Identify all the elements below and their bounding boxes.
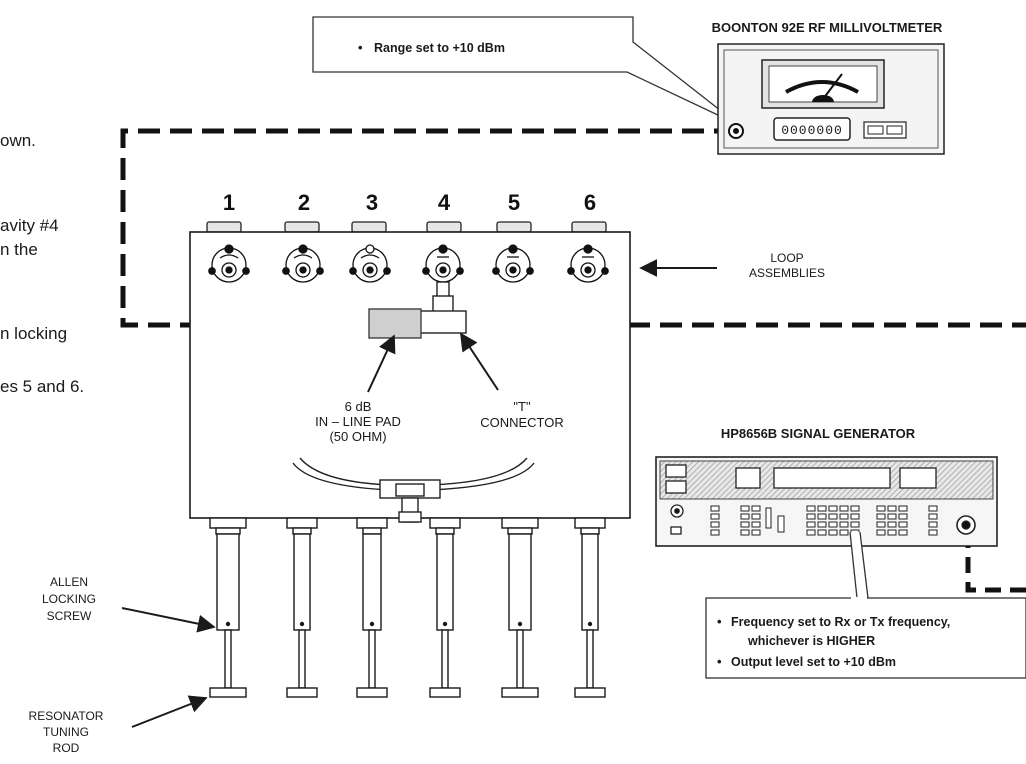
loop-assemblies-label-line-2: ASSEMBLIES xyxy=(749,266,825,280)
millivoltmeter-title: BOONTON 92E RF MILLIVOLTMETER xyxy=(712,20,943,35)
range-callout-text: Range set to +10 dBm xyxy=(374,41,505,55)
in-line-pad xyxy=(368,308,422,339)
pad-label-line-1: 6 dB xyxy=(345,399,372,414)
resonator-rod-arrow xyxy=(131,695,208,728)
allen-label-line-1: ALLEN xyxy=(50,575,88,589)
range-callout-box xyxy=(312,16,740,126)
cavity-number-4: 4 xyxy=(438,190,451,215)
generator-keypad xyxy=(710,505,938,536)
instruction-line-4: n locking xyxy=(0,324,67,343)
resonator-3 xyxy=(356,517,388,698)
loop-assembly-1 xyxy=(208,244,250,283)
resonator-4 xyxy=(429,517,461,698)
loop-assembly-5 xyxy=(492,244,534,283)
cavity-top-connectors xyxy=(206,221,607,233)
resonator-1 xyxy=(209,517,247,698)
signal-generator-title: HP8656B SIGNAL GENERATOR xyxy=(721,426,916,441)
meter-window xyxy=(761,59,885,109)
loop-assembly-4 xyxy=(422,244,464,283)
generator-callout-bullet-1: • xyxy=(717,614,722,629)
in-line-pad-arrow xyxy=(367,334,396,393)
meter-display-digits: 0000000 xyxy=(781,123,843,138)
instruction-line-3: n the xyxy=(0,240,38,259)
resonator-2 xyxy=(286,517,318,698)
cavity-number-6: 6 xyxy=(584,190,596,215)
loop-assemblies-label-line-1: LOOP xyxy=(770,251,803,265)
resonator-5 xyxy=(501,517,539,698)
resonator-label-line-2: TUNING xyxy=(43,725,89,739)
instruction-line-2: avity #4 xyxy=(0,216,59,235)
meter-digital-display xyxy=(773,117,851,141)
resonator-tuning-assemblies xyxy=(209,517,606,698)
pad-label-line-2: IN – LINE PAD xyxy=(315,414,401,429)
cavity-number-1: 1 xyxy=(223,190,235,215)
allen-label-line-2: LOCKING xyxy=(42,592,96,606)
allen-screw-arrow xyxy=(121,607,216,633)
cavity-housing xyxy=(189,231,631,519)
resonator-6 xyxy=(574,517,606,698)
t-connector xyxy=(419,281,467,334)
cavity-numbers: 1 2 3 4 5 6 xyxy=(223,190,596,215)
cavity-number-5: 5 xyxy=(508,190,520,215)
generator-callout-line-3: Output level set to +10 dBm xyxy=(731,655,896,669)
instruction-line-1: own. xyxy=(0,131,36,150)
t-connector-arrow xyxy=(460,332,499,391)
combiner-cable xyxy=(292,457,535,523)
generator-callout-line-1: Frequency set to Rx or Tx frequency, xyxy=(731,615,950,629)
annotation-arrows xyxy=(121,259,717,728)
loop-assembly-6 xyxy=(567,244,609,283)
loop-assembly-3 xyxy=(349,244,391,283)
generator-callout-line-2: whichever is HIGHER xyxy=(747,634,875,648)
instruction-line-5: es 5 and 6. xyxy=(0,377,84,396)
loop-assembly-2 xyxy=(282,244,324,283)
allen-label-line-3: SCREW xyxy=(47,609,92,623)
generator-callout-box xyxy=(705,531,1026,679)
resonator-label-line-1: RESONATOR xyxy=(29,709,104,723)
generator-frequency-display xyxy=(773,467,891,489)
rf-cable-from-generator xyxy=(965,532,1026,593)
t-connector-label-line-2: CONNECTOR xyxy=(480,415,564,430)
cavity-number-2: 2 xyxy=(298,190,310,215)
t-connector-label-line-1: "T" xyxy=(513,399,531,414)
range-callout-bullet: • xyxy=(358,40,363,55)
generator-callout-bullet-2: • xyxy=(717,654,722,669)
cavity-number-3: 3 xyxy=(366,190,378,215)
pad-label-line-3: (50 OHM) xyxy=(329,429,386,444)
loop-assemblies xyxy=(208,244,609,283)
resonator-label-line-3: ROD xyxy=(53,741,80,755)
millivoltmeter xyxy=(717,43,945,155)
signal-generator xyxy=(655,456,998,547)
